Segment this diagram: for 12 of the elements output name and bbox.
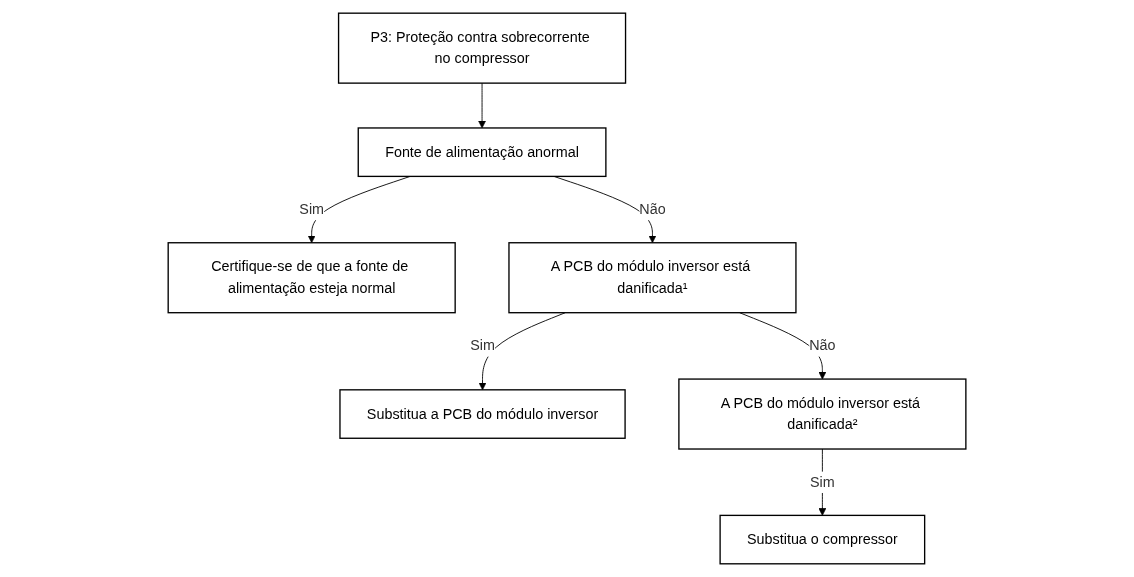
node-box: Fonte de alimentação anormal: [357, 127, 607, 178]
node-box: Substitua o compressor: [719, 514, 926, 565]
node-box: Certifique-se de que a fonte de alimentação esteja normal: [167, 242, 456, 314]
node-box: P3: Proteção contra sobrecorrente no compressor: [337, 12, 627, 84]
edge-label: Sim: [809, 474, 835, 490]
edge-label: Sim: [299, 201, 324, 217]
node-box: A PCB do módulo inversor está danificada¹: [508, 242, 797, 314]
node-box: A PCB do módulo inversor está danificada²: [678, 378, 967, 450]
edge-label: Não: [639, 201, 666, 217]
edge-label: Sim: [470, 337, 495, 354]
edge-label: Não: [809, 337, 836, 354]
node-box: Substitua a PCB do módulo inversor: [339, 389, 626, 439]
